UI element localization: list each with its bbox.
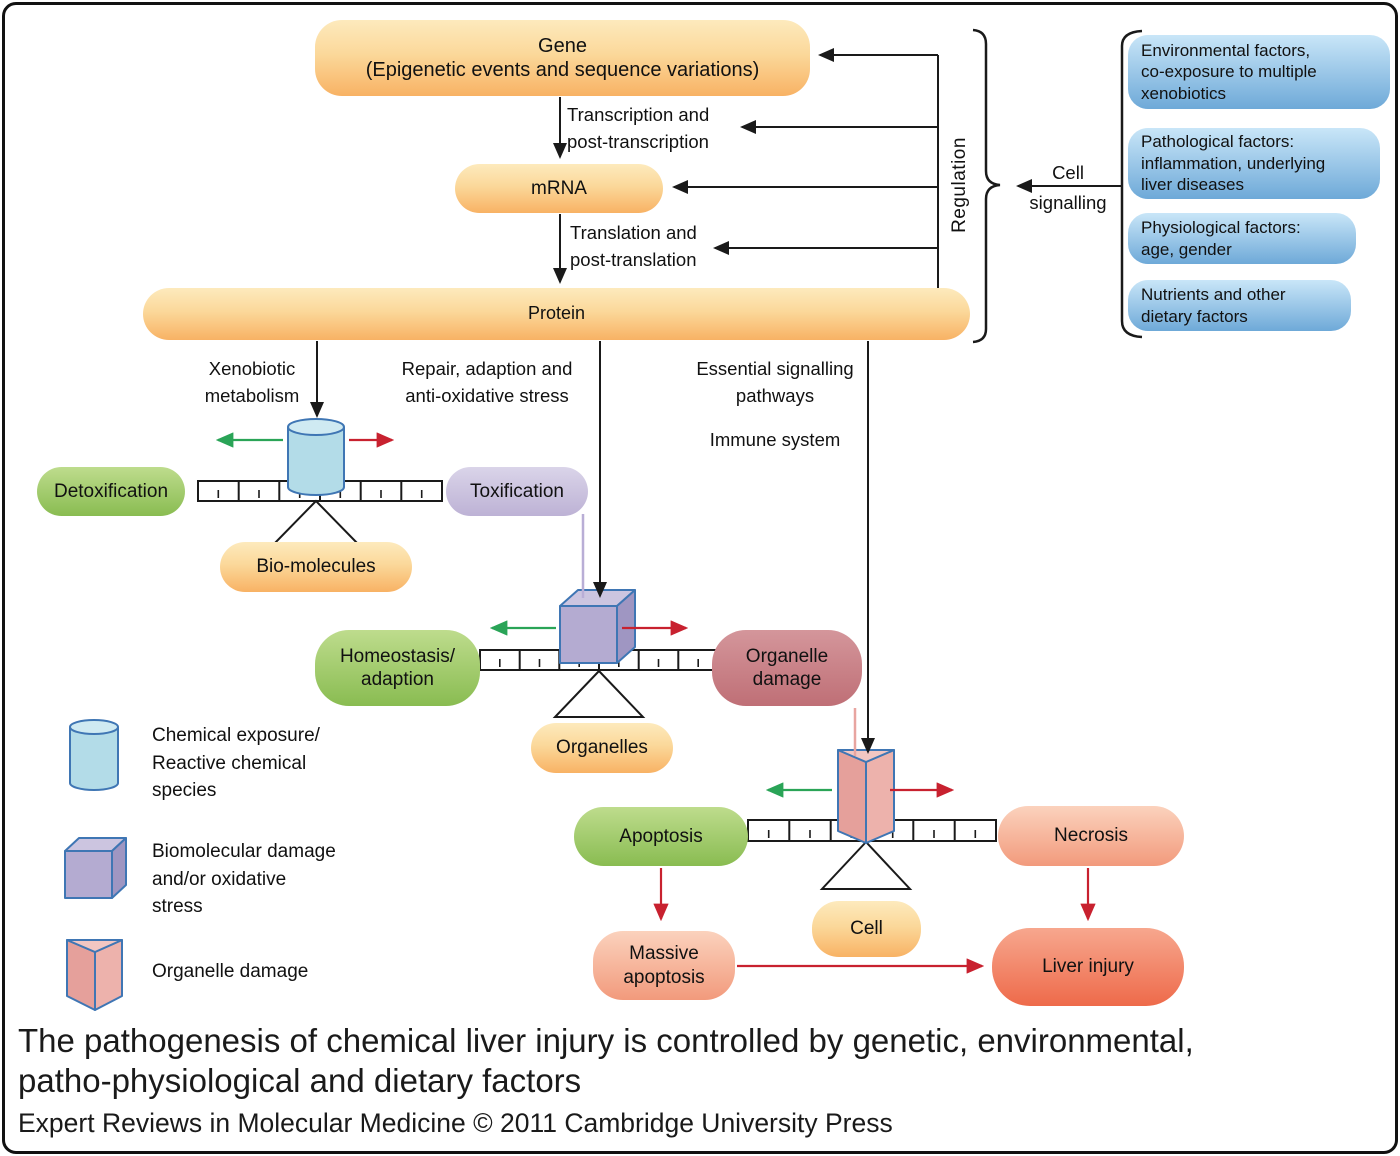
- toxification-pill: Toxification: [446, 467, 588, 516]
- regulation-brace: [972, 28, 1001, 344]
- factor-box-nutrients: Nutrients and other dietary factors: [1128, 280, 1351, 331]
- cell-pill: Cell: [812, 901, 921, 957]
- bio-molecules-pill: Bio-molecules: [220, 542, 412, 592]
- legend-cylinder-icon: [69, 719, 119, 791]
- chemical-cylinder: [287, 418, 345, 496]
- legend-organelle-damage-label: Organelle damage: [152, 961, 309, 982]
- xenobiotic-metabolism-label: Xenobiotic metabolism: [204, 358, 300, 406]
- organelle-prism: [837, 749, 895, 844]
- gene-label: Gene: [538, 34, 587, 57]
- transcription-label: Transcription and post-transcription: [567, 104, 710, 152]
- legend-cube-icon: [64, 837, 127, 899]
- balance-fulcrums: [269, 499, 913, 890]
- massive-apoptosis-pill: Massive apoptosis: [593, 931, 735, 1000]
- repair-adaption-label: Repair, adaption and anti-oxidative stre…: [401, 358, 573, 406]
- liver-injury-pill: Liver injury: [992, 928, 1184, 1006]
- organelles-pill: Organelles: [531, 723, 673, 773]
- mrna-box: mRNA: [455, 164, 663, 213]
- necrosis-pill: Necrosis: [998, 806, 1184, 866]
- legend-chemical-exposure-label: Chemical exposure/ Reactive chemical spe…: [152, 725, 320, 802]
- legend-prism-icon: [66, 939, 123, 1011]
- factors-bracket: [1120, 29, 1143, 339]
- outcome-arrows: [653, 868, 1096, 974]
- regulation-feedback-arrows: [672, 48, 939, 289]
- immune-system-label: Immune system: [709, 429, 841, 450]
- protein-branch-arrows: [310, 341, 875, 754]
- balance2-fulcrum: [552, 669, 646, 718]
- balance3-fulcrum: [819, 840, 913, 890]
- figure-caption-line2: patho-physiological and dietary factors: [18, 1062, 582, 1099]
- balance-shift-arrows: [215, 432, 955, 798]
- cell-signalling-label-top: Cell: [1052, 162, 1084, 183]
- factor-box-pathological: Pathological factors: inflammation, unde…: [1128, 128, 1380, 199]
- figure-credit: Expert Reviews in Molecular Medicine © 2…: [18, 1108, 893, 1138]
- organelle-damage-pill: Organelle damage: [712, 630, 862, 706]
- legend-biomolecular-damage-label: Biomolecular damage and/or oxidative str…: [152, 841, 336, 918]
- essential-signalling-label: Essential signalling pathways: [696, 358, 854, 406]
- protein-label: Protein: [527, 303, 586, 324]
- regulation-label: Regulation: [949, 137, 970, 233]
- protein-box: Protein: [143, 288, 970, 340]
- apoptosis-pill: Apoptosis: [574, 807, 748, 866]
- gene-box: Gene (Epigenetic events and sequence var…: [315, 20, 810, 96]
- factor-box-environmental: Environmental factors, co-exposure to mu…: [1128, 35, 1390, 109]
- detoxification-pill: Detoxification: [37, 467, 185, 516]
- balance1-fulcrum: [269, 499, 363, 547]
- translation-label: Translation and post-translation: [570, 222, 697, 270]
- mrna-label: mRNA: [531, 177, 587, 199]
- figure-caption-line1: The pathogenesis of chemical liver injur…: [18, 1022, 1194, 1059]
- cell-signalling-label-bottom: signalling: [1029, 192, 1107, 213]
- biomolecular-cube: [559, 589, 636, 664]
- gene-sublabel: (Epigenetic events and sequence variatio…: [365, 59, 760, 81]
- factor-box-physiological: Physiological factors: age, gender: [1128, 213, 1356, 264]
- homeostasis-adaption-pill: Homeostasis/ adaption: [315, 630, 480, 706]
